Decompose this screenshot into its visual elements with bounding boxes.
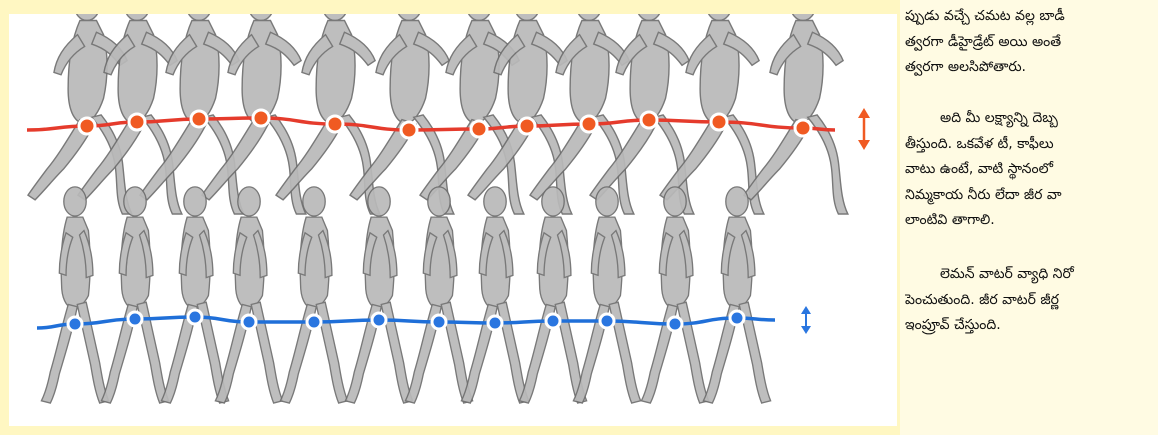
hip-marker [668, 317, 682, 331]
walker-figure [519, 187, 586, 403]
walker-figure [101, 187, 168, 403]
figure-frame [0, 0, 900, 435]
hip-marker [546, 314, 560, 328]
walker-figure [573, 187, 640, 403]
up-down-arrow-icon [858, 108, 870, 150]
walker-figure [703, 187, 770, 403]
text-line: నిమ్మకాయ నీరు లేదా జీర వా [905, 183, 1062, 209]
hip-marker [730, 311, 744, 325]
article-text-column: ప్పుడు వచ్చే చమట వల్ల బాడీ త్వరగా డీహైడ్… [905, 0, 1158, 435]
hip-marker [711, 114, 727, 130]
hip-marker [129, 114, 145, 130]
walker-figure [641, 187, 708, 403]
hip-marker [795, 120, 811, 136]
hip-marker [471, 121, 487, 137]
hip-marker [128, 312, 142, 326]
running-figures-row [28, 14, 848, 214]
text-line: లెమన్ వాటర్ వ్యాధి నిరో [905, 262, 1074, 288]
text-line: తీస్తుంది. ఒకవేళ టీ, కాఫీలు [905, 132, 1062, 158]
text-line: అది మీ లక్ష్యాన్ని దెబ్బ [905, 106, 1062, 132]
hip-marker [188, 310, 202, 324]
hip-marker [253, 110, 269, 126]
running-vs-walking-illustration [9, 14, 897, 426]
text-line: త్వరగా డీహైడ్రేట్ అయి అంతే [905, 30, 1065, 56]
walker-figure [215, 187, 282, 403]
paragraph-2: అది మీ లక్ష్యాన్ని దెబ్బ తీస్తుంది. ఒకవే… [905, 106, 1062, 234]
hip-marker [600, 314, 614, 328]
walker-figure [405, 187, 472, 403]
hip-marker [79, 118, 95, 134]
walker-figure [345, 187, 412, 403]
hip-marker [191, 111, 207, 127]
text-line: ప్పుడు వచ్చే చమట వల్ల బాడీ [905, 4, 1065, 30]
hip-marker [372, 313, 386, 327]
hip-marker [519, 118, 535, 134]
text-line: లాంటివి తాగాలి. [905, 208, 1062, 234]
up-down-arrow-icon [801, 306, 811, 334]
text-line: ఇంప్రూవ్ చేస్తుంది. [905, 313, 1074, 339]
walker-figure [161, 187, 228, 403]
walker-figure [461, 187, 528, 403]
hip-marker [68, 317, 82, 331]
runner-figure [744, 14, 848, 214]
paragraph-1: ప్పుడు వచ్చే చమట వల్ల బాడీ త్వరగా డీహైడ్… [905, 4, 1065, 81]
text-line: త్వరగా అలసిపోతారు. [905, 55, 1065, 81]
hip-marker [242, 315, 256, 329]
hip-marker [432, 315, 446, 329]
text-line: పెంచుతుంది. జీర వాటర్ జీర్ణ [905, 288, 1074, 314]
hip-marker [327, 116, 343, 132]
hip-marker [641, 112, 657, 128]
hip-marker [581, 116, 597, 132]
paragraph-3: లెమన్ వాటర్ వ్యాధి నిరో పెంచుతుంది. జీర … [905, 262, 1074, 339]
runner-figure [28, 14, 132, 214]
hip-marker [488, 316, 502, 330]
walker-figure [41, 187, 108, 403]
illustration-canvas [9, 14, 897, 426]
hip-marker [307, 315, 321, 329]
walker-figure [280, 187, 347, 403]
hip-marker [401, 122, 417, 138]
walking-figures-row [41, 187, 770, 403]
text-line: వాటు ఉంటే, వాటి స్థానంలో [905, 157, 1062, 183]
